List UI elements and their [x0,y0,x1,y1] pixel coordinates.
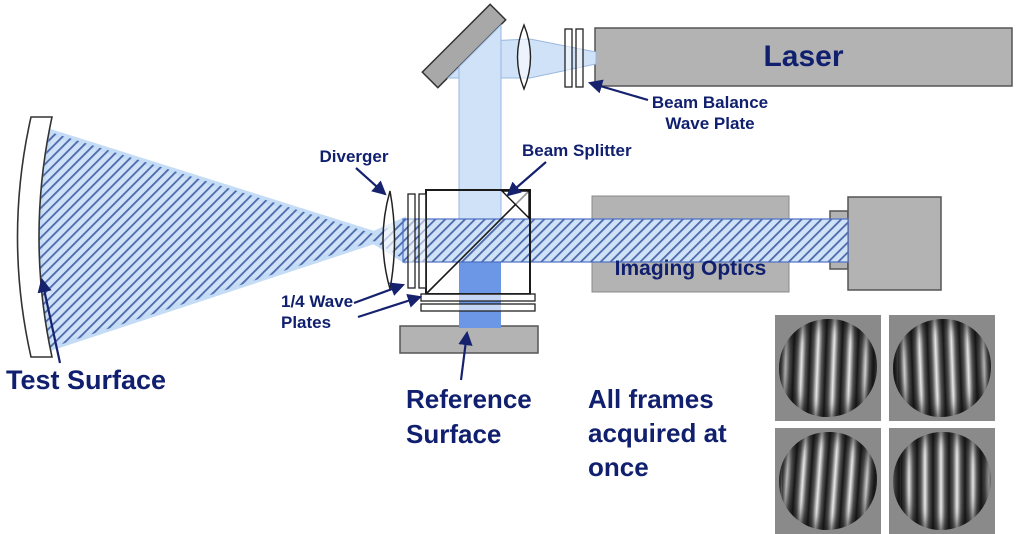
reference-surface-label-line2: Surface [406,419,502,450]
reference-surface-label-line1: Reference [406,384,532,414]
caption-label: All frames acquired at once [588,383,727,484]
fringe-pattern-4 [893,432,991,530]
caption-line1: All frames [588,384,714,414]
test-beam-hatch [39,132,403,348]
laser-body [594,27,1013,87]
fringe-pattern-1 [779,319,877,417]
reference-flat-2 [420,303,536,312]
diverger-arrow [355,167,387,196]
test-surface-mirror [16,116,53,358]
collimating-lens [516,23,532,91]
imaging-optics-label: Imaging Optics [614,257,767,280]
annotation-arrows [37,79,649,381]
quarter-wave-plate-2 [418,193,427,289]
imaging-beam-edges [402,218,849,263]
beam-balance-arrow [587,79,649,102]
caption-line3: once [588,451,649,482]
beam-balance-label-line2: Wave Plate [665,114,755,134]
fringe-pattern-3 [779,432,877,530]
test-surface-arrow [37,277,62,364]
interferogram-frame-3 [775,428,881,534]
interferogram-frame-1 [775,315,881,421]
beam-balance-label: Beam Balance Wave Plate [628,92,792,135]
interferogram-frame-4 [889,428,995,534]
quarter-wave-label-line2: Plates [281,313,332,333]
interferogram-frame-2 [889,315,995,421]
quarter-wave-plate-1 [407,193,416,289]
test-surface-label: Test Surface [6,365,167,395]
caption-line2: acquired at [588,417,727,448]
optics-group [16,23,584,358]
reference-surface-label: Reference Surface [406,382,532,452]
quarter-wave-arrow-2 [357,293,423,319]
imaging-beam-hatch [403,219,848,262]
beam-balance-plate-2 [575,28,584,88]
diverger-label: Diverger [319,147,389,166]
beam-balance-plate-1 [564,28,573,88]
diverger-lens [382,190,396,290]
camera-body [847,196,942,291]
reference-surface-base [399,325,539,354]
beam-splitter-label: Beam Splitter [522,141,632,160]
beam-balance-label-line1: Beam Balance [651,93,769,112]
beam-splitter-arrow [506,161,547,197]
quarter-wave-label-line1: 1/4 Wave [281,292,354,311]
laser-label: Laser [763,40,844,73]
beam-splitter-diagonal [425,189,531,295]
reference-flat-1 [420,293,536,302]
reference-surface-arrow [458,330,473,381]
fringe-pattern-2 [893,319,991,417]
quarter-wave-arrow-1 [353,282,406,305]
quarter-wave-label: 1/4 Wave Plates [281,291,373,334]
